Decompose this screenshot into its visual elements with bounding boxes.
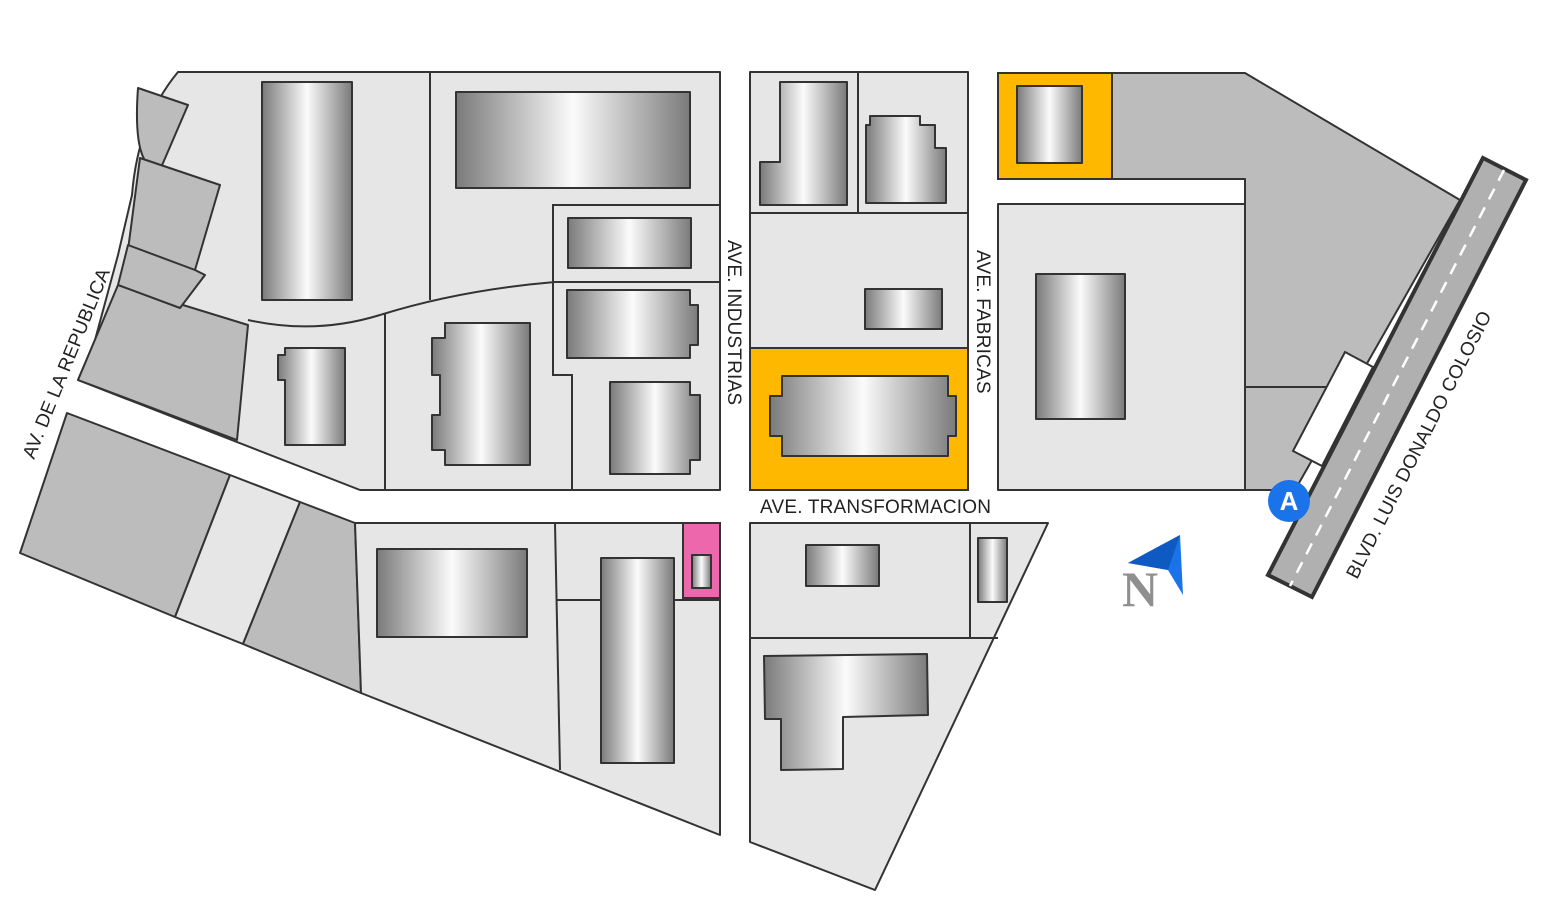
building-fabricas[interactable] xyxy=(1035,273,1126,420)
building-wide-north[interactable] xyxy=(455,91,691,189)
building-east-1[interactable] xyxy=(567,217,692,269)
location-marker-circle xyxy=(1268,480,1310,522)
street-label-industrias: AVE. INDUSTRIAS xyxy=(723,240,744,405)
road-colosio xyxy=(1265,155,1529,600)
block-northeast xyxy=(997,72,1461,491)
location-marker-label: A xyxy=(1280,486,1299,516)
building-east-2[interactable] xyxy=(566,289,699,359)
building-south-narrow[interactable] xyxy=(977,537,1008,603)
building-small-center[interactable] xyxy=(864,288,943,330)
north-letter: N xyxy=(1122,561,1158,617)
building-south-wide[interactable] xyxy=(376,548,528,638)
building-north-east[interactable] xyxy=(865,115,947,204)
building-south-small[interactable] xyxy=(805,544,880,587)
building-l-north[interactable] xyxy=(759,81,848,206)
building-south-tall[interactable] xyxy=(600,557,675,764)
building-tall-west[interactable] xyxy=(261,81,353,301)
lot-corner-3[interactable] xyxy=(117,244,206,309)
road-colosio-centerline xyxy=(1288,169,1506,587)
north-arrow-icon-shade xyxy=(1128,535,1180,570)
block-north-center xyxy=(749,71,969,491)
building-highlighted-north[interactable] xyxy=(1016,85,1083,164)
building-mid-1[interactable] xyxy=(277,347,346,446)
building-east-3[interactable] xyxy=(609,381,701,475)
block-southwest xyxy=(19,412,721,836)
block-south-center xyxy=(749,522,1049,891)
location-marker-a[interactable]: A xyxy=(1268,480,1310,522)
building-highlighted-pink[interactable] xyxy=(691,554,712,589)
block-northwest xyxy=(77,71,721,491)
lot-northeast-dark[interactable] xyxy=(1111,72,1461,491)
building-south-l[interactable] xyxy=(763,653,929,771)
north-compass: N xyxy=(1122,535,1183,617)
building-highlighted-transformacion[interactable] xyxy=(769,375,957,457)
street-label-transformacion: AVE. TRANSFORMACION xyxy=(760,497,991,518)
building-mid-2[interactable] xyxy=(431,322,531,466)
lot-west-strip[interactable] xyxy=(77,284,249,441)
street-label-fabricas: AVE. FABRICAS xyxy=(972,250,993,394)
lot-line-h xyxy=(750,523,998,639)
lot-line-c xyxy=(552,204,720,490)
